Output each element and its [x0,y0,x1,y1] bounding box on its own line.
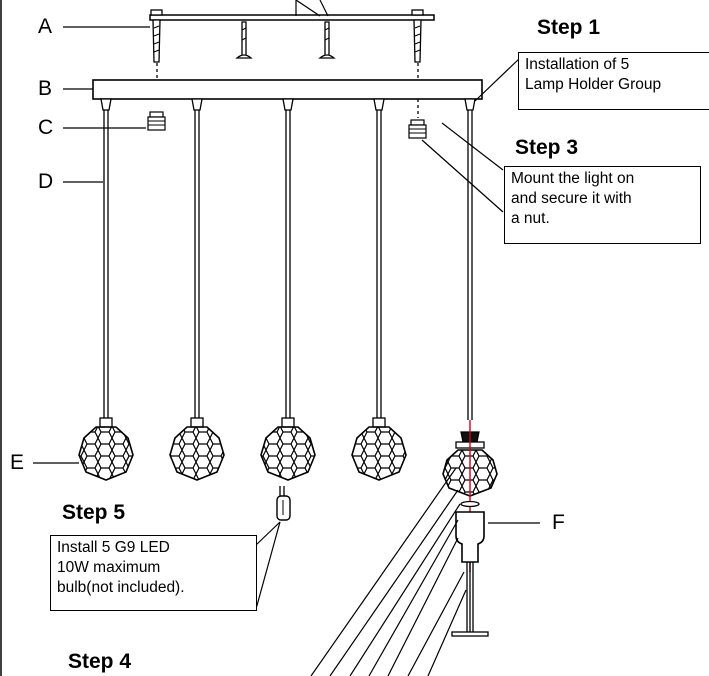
step3-box: Mount the light on and secure it with a … [504,166,701,244]
nut-icon [147,111,166,131]
nut-icon [408,119,427,139]
canopy-bar [92,79,483,100]
pendant-cord [100,98,112,418]
step4-title: Step 4 [68,650,132,673]
pendant-cord [373,98,385,418]
lamp-socket-icon [442,420,498,637]
pendant-cords [100,98,476,420]
label-d: D [38,170,54,193]
label-c: C [38,116,54,139]
label-a: A [38,15,53,38]
g9-bulb-icon [276,486,291,521]
step3-line: and secure it with [511,190,632,207]
screw-icon [235,21,253,59]
step5-line: Install 5 G9 LED [57,539,170,556]
step3-line: Mount the light on [511,170,635,187]
step1-line: Lamp Holder Group [525,76,662,93]
pendant-cord [464,98,476,420]
step5-title: Step 5 [62,501,126,524]
step1-line: Installation of 5 [525,56,630,73]
step5-line: bulb(not included). [57,579,185,596]
screw-icon [318,21,336,59]
step1-title: Step 1 [537,16,601,39]
pendant-shade-icon [351,417,407,481]
step5-line: 10W maximum [57,559,161,576]
pendant-cord [282,98,294,418]
step1-box: Installation of 5 Lamp Holder Group [518,52,709,110]
pendant-shade-icon [260,417,316,481]
screw-icon [150,9,163,80]
pendant-shade-icon [78,417,134,481]
mounting-bracket [149,0,435,21]
screw-icon [411,9,424,118]
label-e: E [10,451,25,474]
step3-line: a nut. [511,210,550,227]
label-f: F [552,511,565,534]
step5-box: Install 5 G9 LED 10W maximum bulb(not in… [50,535,257,611]
pendant-shade-icon [169,417,225,481]
step3-title: Step 3 [515,136,579,159]
label-b: B [38,77,53,100]
leader-lines [33,26,540,676]
pendant-cord [191,98,203,418]
